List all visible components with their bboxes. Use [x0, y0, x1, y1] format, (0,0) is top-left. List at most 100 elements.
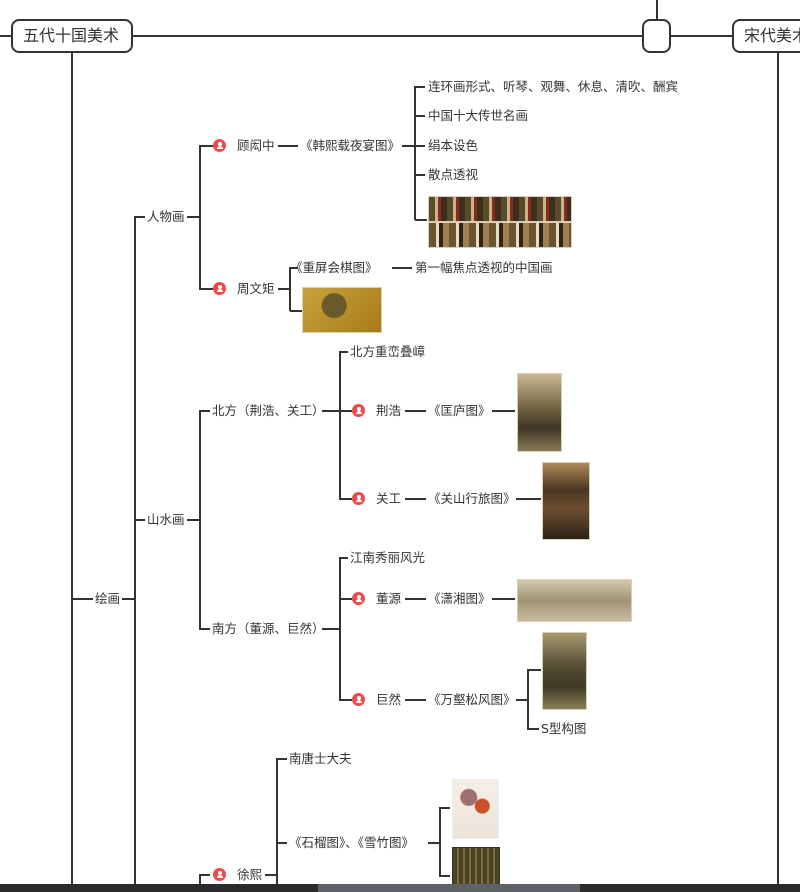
node-jing-hao[interactable]: 荆浩: [376, 403, 402, 418]
node-gu-hongzhong[interactable]: 顾闳中: [237, 138, 275, 153]
empty-node[interactable]: [642, 19, 671, 53]
note[interactable]: 绢本设色: [428, 138, 479, 153]
connector: [340, 598, 352, 600]
han-xizai-painting-image-2[interactable]: [428, 222, 572, 248]
connector: [415, 174, 425, 176]
person-icon: [213, 282, 226, 295]
node-zhou-wenju[interactable]: 周文矩: [237, 281, 275, 296]
connector: [322, 628, 340, 630]
person-icon: [213, 139, 226, 152]
kuanglu-painting-image[interactable]: [517, 373, 562, 452]
connector: [322, 410, 340, 412]
node-chongping[interactable]: 《重屏会棋图》: [290, 260, 378, 275]
person-icon: [352, 404, 365, 417]
connector: [405, 699, 426, 701]
connector: [527, 669, 529, 730]
node-ju-ran[interactable]: 巨然: [376, 692, 402, 707]
connector: [200, 145, 213, 147]
connector: [415, 219, 427, 221]
node-guanshan[interactable]: 《关山行旅图》: [428, 491, 516, 506]
node-painting[interactable]: 绘画: [95, 591, 121, 606]
connector: [405, 410, 426, 412]
person-icon: [213, 868, 226, 881]
wanhe-painting-image[interactable]: [542, 632, 587, 710]
connector: [492, 598, 515, 600]
connector: [339, 351, 341, 500]
connector: [200, 288, 213, 290]
snow-bamboo-painting-image[interactable]: [452, 847, 500, 889]
node-wanhe[interactable]: 《万壑松风图》: [428, 692, 516, 707]
node-xu-trait[interactable]: 南唐士大夫: [289, 751, 352, 766]
note[interactable]: 第一幅焦点透视的中国画: [415, 260, 553, 275]
xiaoxiang-painting-image[interactable]: [517, 579, 632, 622]
node-xiaoxiang[interactable]: 《潇湘图》: [428, 591, 491, 606]
connector: [187, 216, 200, 218]
node-north[interactable]: 北方（荆浩、关工）: [212, 403, 325, 418]
node-south-trait[interactable]: 江南秀丽风光: [350, 550, 426, 565]
connector: [340, 410, 352, 412]
connector: [777, 53, 779, 884]
connector: [265, 874, 277, 876]
connector: [72, 598, 93, 600]
node-xu-works[interactable]: 《石榴图》、《雪竹图》: [289, 835, 415, 850]
person-icon: [352, 693, 365, 706]
connector: [71, 53, 73, 884]
connector: [516, 498, 541, 500]
connector: [340, 699, 352, 701]
connector: [516, 699, 528, 701]
connector: [135, 519, 145, 521]
person-icon: [352, 492, 365, 505]
connector: [528, 669, 541, 671]
connector: [277, 758, 287, 760]
connector: [656, 0, 658, 20]
root-node-song[interactable]: 宋代美术: [732, 19, 800, 53]
note[interactable]: 连环画形式、听琴、观舞、休息、清吹、酬宾: [428, 79, 679, 94]
connector: [528, 728, 539, 730]
node-figure-painting[interactable]: 人物画: [147, 209, 185, 224]
connector: [414, 86, 416, 220]
connector: [122, 598, 135, 600]
connector: [339, 557, 341, 701]
horizontal-scrollbar[interactable]: [0, 884, 800, 892]
connector: [289, 267, 291, 311]
node-north-trait[interactable]: 北方重峦叠嶂: [350, 344, 426, 359]
node-xu-xi[interactable]: 徐熙: [237, 867, 263, 882]
connector: [135, 216, 145, 218]
node-han-xizai[interactable]: 《韩熙载夜宴图》: [300, 138, 401, 153]
guanshan-painting-image[interactable]: [542, 462, 590, 540]
node-south[interactable]: 南方（董源、巨然）: [212, 621, 325, 636]
connector: [440, 807, 450, 809]
connector: [340, 498, 352, 500]
connector: [402, 145, 415, 147]
connector: [134, 216, 136, 884]
connector: [415, 145, 425, 147]
connector: [199, 145, 201, 290]
connector: [405, 598, 426, 600]
connector: [340, 557, 348, 559]
connector: [405, 498, 426, 500]
connector: [187, 519, 200, 521]
note[interactable]: 中国十大传世名画: [428, 108, 529, 123]
node-guan-gong[interactable]: 关工: [376, 491, 402, 506]
node-s-composition[interactable]: S型构图: [541, 721, 587, 736]
han-xizai-painting-image-1[interactable]: [428, 196, 572, 222]
connector: [278, 145, 298, 147]
connector: [200, 874, 210, 876]
pomegranate-painting-image[interactable]: [452, 779, 499, 839]
connector: [439, 807, 441, 877]
connector: [440, 875, 450, 877]
connector: [278, 288, 290, 290]
connector: [428, 842, 440, 844]
connector: [392, 267, 412, 269]
root-node-wudai[interactable]: 五代十国美术: [11, 19, 133, 53]
node-landscape-painting[interactable]: 山水画: [147, 512, 185, 527]
person-icon: [352, 592, 365, 605]
node-dong-yuan[interactable]: 董源: [376, 591, 402, 606]
connector: [492, 410, 515, 412]
connector: [290, 310, 302, 312]
node-kuanglu[interactable]: 《匡庐图》: [428, 403, 491, 418]
connector: [415, 115, 425, 117]
chongping-painting-image[interactable]: [302, 287, 382, 333]
scrollbar-thumb[interactable]: [318, 884, 580, 892]
note[interactable]: 散点透视: [428, 167, 479, 182]
